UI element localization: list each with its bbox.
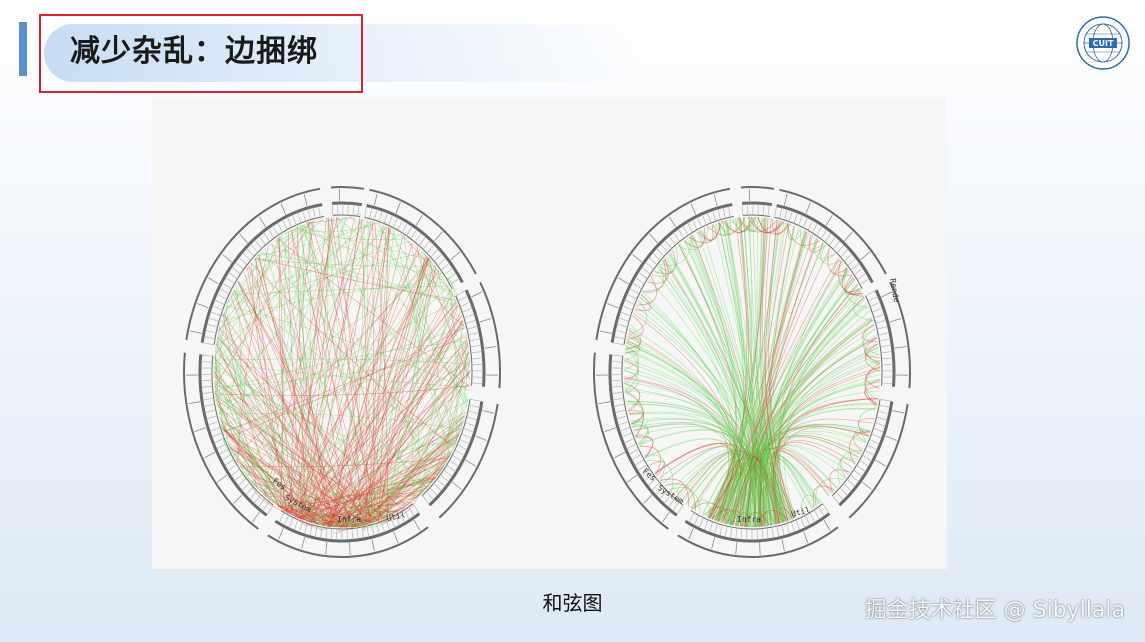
left-label-util: Util (386, 510, 407, 523)
right-label-rende: Rende (888, 278, 901, 303)
title-highlight-box (39, 14, 363, 93)
title-accent-bar (19, 22, 27, 76)
chord-diagram-figure: Fes System Infra Util Fes System Infra U… (152, 97, 947, 569)
left-label-infra: Infra (337, 515, 361, 524)
page-title: 减少杂乱：边捆绑 (70, 34, 318, 69)
watermark: 掘金技术社区 @ Sibyllala (864, 598, 1125, 623)
right-diagram-segments (593, 186, 911, 558)
right-label-infra: Infra (737, 515, 761, 524)
left-diagram-edges (213, 213, 471, 534)
figure-caption: 和弦图 (542, 591, 603, 615)
left-chord-diagram: Fes System Infra Util (183, 186, 501, 558)
title-background (44, 24, 644, 82)
university-logo: CUIT (1076, 16, 1130, 70)
right-chord-diagram: Fes System Infra Util Rende (593, 186, 911, 558)
left-diagram-segments (183, 186, 501, 558)
logo-text: CUIT (1093, 39, 1114, 48)
right-diagram-edges (623, 216, 881, 528)
